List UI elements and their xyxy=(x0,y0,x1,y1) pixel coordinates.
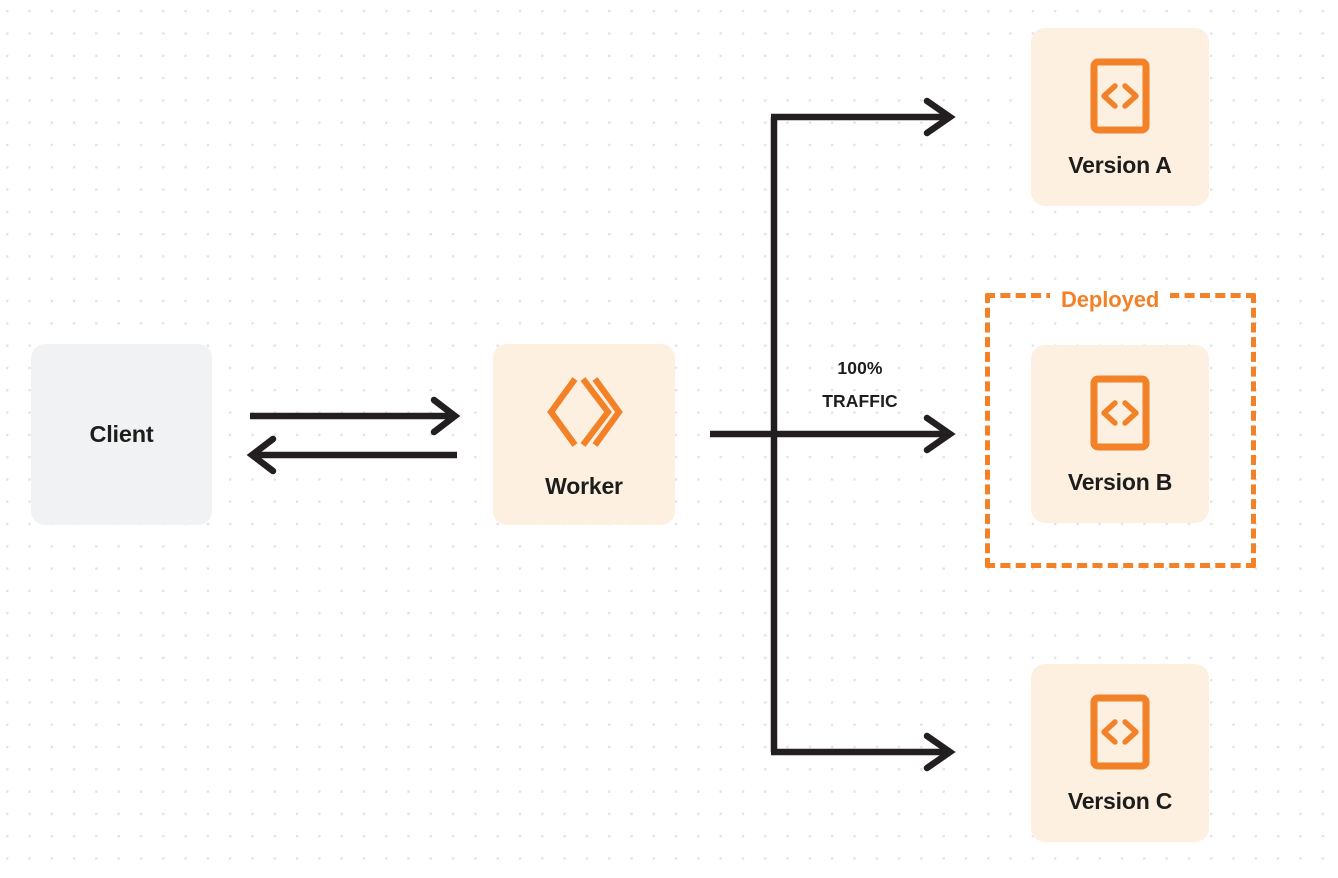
edge-worker-to-client xyxy=(246,435,457,475)
node-version-b[interactable]: Version B xyxy=(1031,345,1209,523)
traffic-percentage-label: 100% TRAFFIC xyxy=(786,352,934,418)
code-brackets-document-icon xyxy=(1090,375,1150,450)
edge-trunk-to-version-c xyxy=(771,732,956,772)
edge-client-to-worker xyxy=(250,396,461,436)
edge-worker-to-version-b xyxy=(710,414,956,454)
code-brackets-document-icon xyxy=(1090,58,1150,133)
cloudflare-workers-logo-icon xyxy=(547,377,623,447)
node-worker-label: Worker xyxy=(545,473,623,499)
node-client-label: Client xyxy=(89,420,154,447)
code-brackets-document-icon xyxy=(1090,694,1150,769)
traffic-percentage-value: 100% xyxy=(837,358,883,378)
node-version-a-label: Version A xyxy=(1068,151,1172,178)
edge-trunk-to-version-a xyxy=(771,97,956,137)
node-version-a[interactable]: Version A xyxy=(1031,28,1209,206)
node-version-b-label: Version B xyxy=(1067,468,1173,495)
node-worker[interactable]: Worker xyxy=(493,344,675,525)
node-version-c-label: Version C xyxy=(1067,787,1173,814)
group-deployed-label: Deployed xyxy=(1050,286,1171,314)
traffic-percentage-caption: TRAFFIC xyxy=(822,391,898,411)
node-version-c[interactable]: Version C xyxy=(1031,664,1209,842)
node-client[interactable]: Client xyxy=(31,344,212,525)
